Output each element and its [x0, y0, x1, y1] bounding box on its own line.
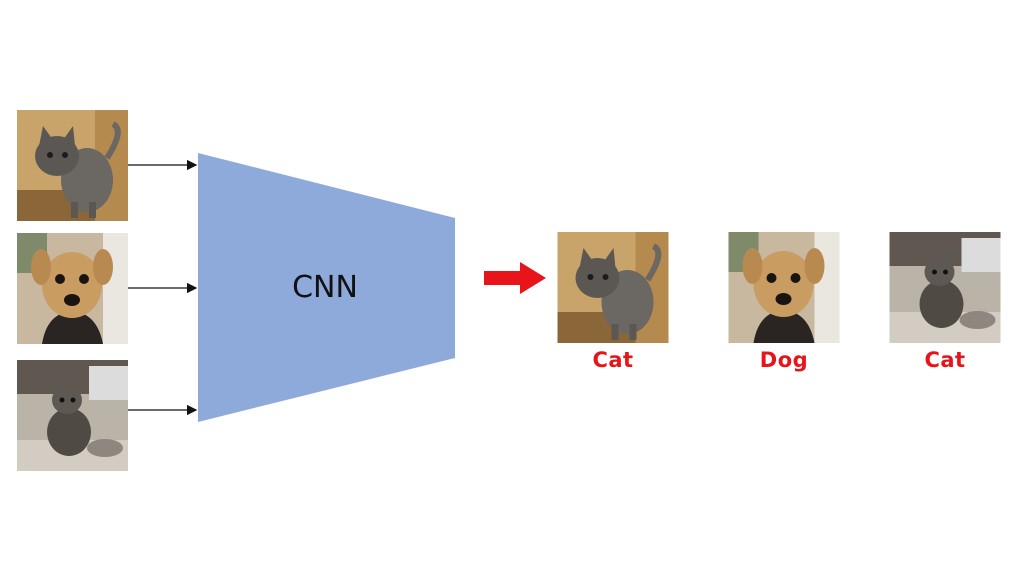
input-image-dog	[17, 233, 128, 344]
output-label-cat-1: Cat	[592, 348, 634, 372]
output-label-cat-2: Cat	[924, 348, 966, 372]
input-image-cat-2	[17, 360, 128, 471]
cnn-label: CNN	[292, 270, 358, 305]
output-image-dog	[728, 232, 840, 343]
tabby-cat-photo-icon	[557, 232, 669, 343]
cnn-trapezoid	[198, 153, 455, 422]
tabby-cat-photo-icon	[17, 110, 128, 221]
kitten-photo-icon	[889, 232, 1001, 343]
kitten-photo-icon	[17, 360, 128, 471]
puppy-photo-icon	[728, 232, 840, 343]
output-image-cat-1	[557, 232, 669, 343]
puppy-photo-icon	[17, 233, 128, 344]
output-label-dog: Dog	[759, 348, 809, 372]
input-image-cat-1	[17, 110, 128, 221]
output-arrow-icon	[484, 262, 546, 294]
output-image-cat-2	[889, 232, 1001, 343]
